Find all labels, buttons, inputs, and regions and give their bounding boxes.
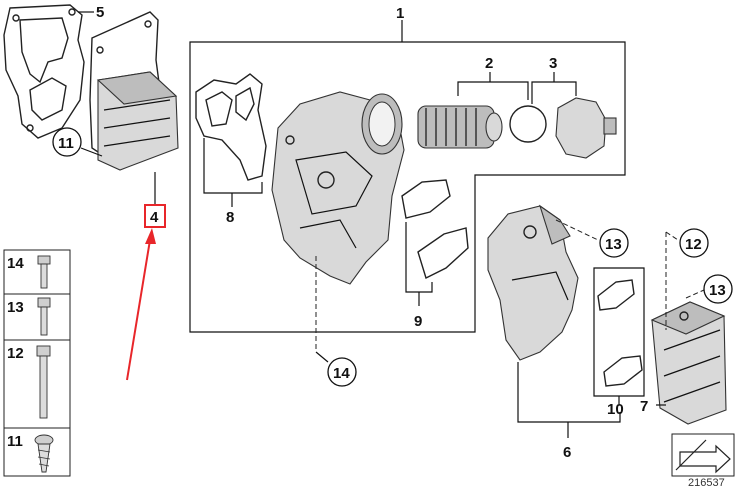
label-3: 3 <box>549 55 557 72</box>
label-8: 8 <box>226 209 234 226</box>
reference-number: 216537 <box>688 477 725 487</box>
gasket-part-9 <box>401 179 469 279</box>
screw-11-icon <box>34 434 54 473</box>
callout-14 <box>327 357 357 387</box>
label-14: 14 <box>333 365 350 382</box>
bolt-14-icon <box>37 255 51 289</box>
housing-part-6 <box>487 204 579 361</box>
gasket-part-5 <box>3 4 85 139</box>
group-frame-1 <box>189 41 626 333</box>
label-5: 5 <box>96 4 104 21</box>
label-4: 4 <box>150 209 159 226</box>
legend-row-13-label: 13 <box>7 299 24 316</box>
label-2: 2 <box>485 55 493 72</box>
label-13-lower: 13 <box>709 282 726 299</box>
fastener-legend: 14 13 12 11 <box>3 249 71 477</box>
filter-element-part-2 <box>417 105 503 149</box>
oil-cooler-part-7 <box>650 301 727 425</box>
legend-row-11-label: 11 <box>7 433 23 450</box>
direction-arrow-icon <box>671 433 735 477</box>
label-9: 9 <box>414 313 422 330</box>
gasket-part-10 <box>597 279 643 387</box>
label-6: 6 <box>563 444 571 461</box>
label-11: 11 <box>58 135 74 152</box>
bolt-12-icon <box>36 345 51 419</box>
callout-12 <box>679 228 709 258</box>
callout-11 <box>52 127 82 157</box>
oil-cooler-part-4 <box>89 11 179 171</box>
label-12: 12 <box>685 236 702 253</box>
legend-row-14-label: 14 <box>7 255 24 272</box>
highlight-arrow <box>126 228 156 381</box>
label-13-upper: 13 <box>605 236 622 253</box>
callout-13-upper <box>599 228 629 258</box>
label-7: 7 <box>640 398 648 415</box>
label-10: 10 <box>607 401 624 418</box>
o-ring <box>509 105 547 143</box>
highlight-box-4 <box>144 204 166 228</box>
gasket-part-8 <box>195 73 267 181</box>
filter-cap-part-3 <box>555 97 617 159</box>
label-1: 1 <box>396 5 404 22</box>
legend-row-12-label: 12 <box>7 345 24 362</box>
bolt-13-icon <box>37 297 51 336</box>
oil-filter-housing-part-1 <box>271 91 405 285</box>
callout-13-lower <box>703 274 733 304</box>
